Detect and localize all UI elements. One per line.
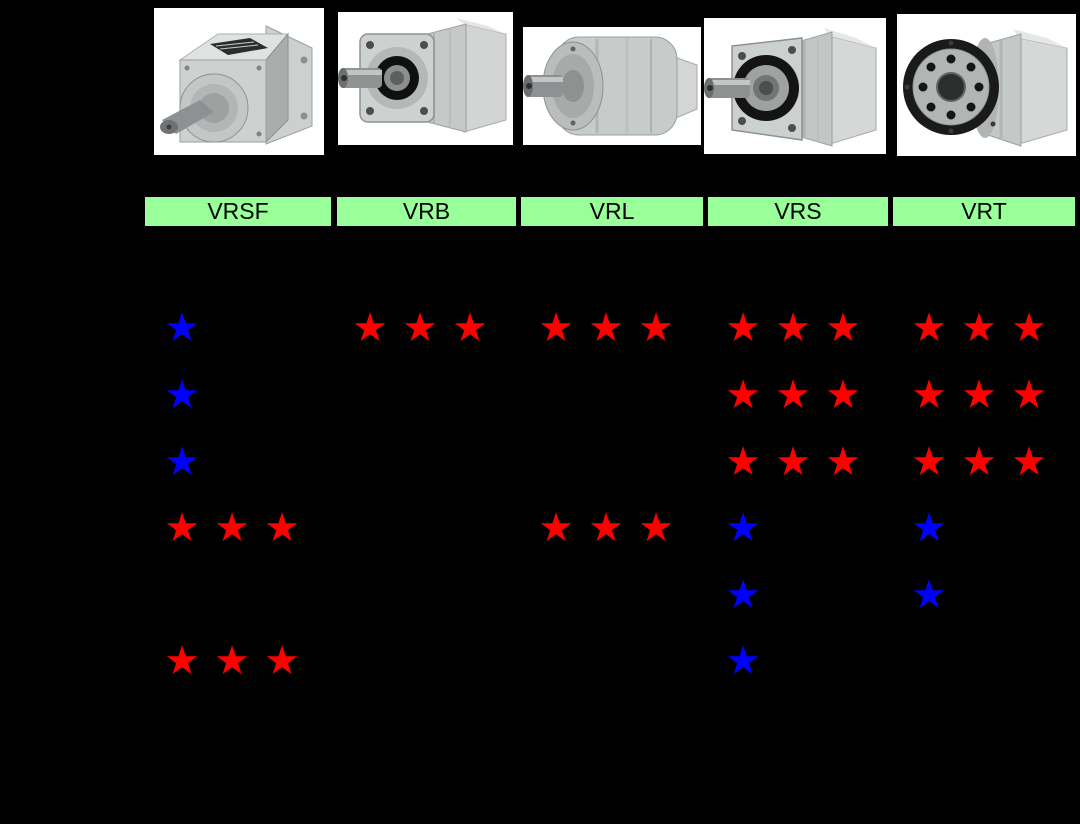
star-icon: ★ [775,305,811,351]
star-icon: ★ [725,439,761,485]
star-icon: ★ [911,572,947,618]
rating-row2-vrs: ★ ★ ★ [718,370,868,420]
rating-row1-vrb: ★ ★ ★ [345,303,495,353]
star-icon: ★ [164,505,200,551]
star-icon: ★ [775,439,811,485]
star-icon: ★ [164,439,200,485]
star-icon: ★ [825,305,861,351]
rating-row3-vrt: ★ ★ ★ [904,437,1054,487]
product-photo-vrsf [154,8,324,155]
star-icon: ★ [164,372,200,418]
star-icon: ★ [725,305,761,351]
star-icon: ★ [588,305,624,351]
star-icon: ★ [725,638,761,684]
rating-row1-vrt: ★ ★ ★ [904,303,1054,353]
star-icon: ★ [638,505,674,551]
star-icon: ★ [911,372,947,418]
star-icon: ★ [911,305,947,351]
gearbox-illustration-vrb [338,12,513,145]
star-icon: ★ [961,305,997,351]
star-icon: ★ [961,372,997,418]
star-icon: ★ [214,638,250,684]
rating-row4-vrt: ★ [904,503,954,553]
rating-row5-vrs: ★ [718,570,768,620]
star-icon: ★ [725,572,761,618]
star-icon: ★ [164,305,200,351]
product-photo-vrl [523,27,701,145]
column-header-vrs: VRS [707,196,889,227]
column-header-label: VRT [961,198,1007,224]
star-icon: ★ [1011,372,1047,418]
rating-row4-vrl: ★ ★ ★ [531,503,681,553]
star-icon: ★ [164,638,200,684]
star-icon: ★ [214,505,250,551]
rating-row3-vrs: ★ ★ ★ [718,437,868,487]
rating-row3-vrsf: ★ [157,437,207,487]
rating-row4-vrsf: ★ ★ ★ [157,503,307,553]
star-icon: ★ [911,439,947,485]
rating-row1-vrl: ★ ★ ★ [531,303,681,353]
rating-row1-vrs: ★ ★ ★ [718,303,868,353]
column-header-label: VRS [774,198,822,224]
gearbox-illustration-vrl [523,27,701,145]
product-photo-vrs [704,18,886,154]
star-icon: ★ [538,505,574,551]
star-icon: ★ [961,439,997,485]
star-icon: ★ [402,305,438,351]
star-icon: ★ [352,305,388,351]
star-icon: ★ [1011,439,1047,485]
star-icon: ★ [1011,305,1047,351]
star-icon: ★ [725,372,761,418]
star-icon: ★ [264,638,300,684]
star-icon: ★ [825,439,861,485]
star-icon: ★ [775,372,811,418]
star-icon: ★ [725,505,761,551]
product-photo-vrt [897,14,1076,156]
rating-row2-vrsf: ★ [157,370,207,420]
gearbox-illustration-vrs [704,18,886,154]
rating-row4-vrs: ★ [718,503,768,553]
star-icon: ★ [452,305,488,351]
star-icon: ★ [638,305,674,351]
column-header-vrb: VRB [336,196,517,227]
rating-row6-vrs: ★ [718,636,768,686]
rating-row6-vrsf: ★ ★ ★ [157,636,307,686]
rating-row1-vrsf: ★ [157,303,207,353]
column-header-vrsf: VRSF [144,196,332,227]
product-photo-vrb [338,12,513,145]
column-header-label: VRSF [207,198,269,224]
column-header-label: VRB [402,198,451,224]
gearbox-illustration-vrt [897,14,1076,156]
column-header-vrl: VRL [520,196,704,227]
star-icon: ★ [264,505,300,551]
star-icon: ★ [825,372,861,418]
rating-row5-vrt: ★ [904,570,954,620]
gearbox-illustration-vrsf [154,8,324,155]
column-header-label: VRL [589,198,635,224]
star-icon: ★ [911,505,947,551]
star-icon: ★ [538,305,574,351]
rating-row2-vrt: ★ ★ ★ [904,370,1054,420]
star-icon: ★ [588,505,624,551]
column-header-vrt: VRT [892,196,1076,227]
